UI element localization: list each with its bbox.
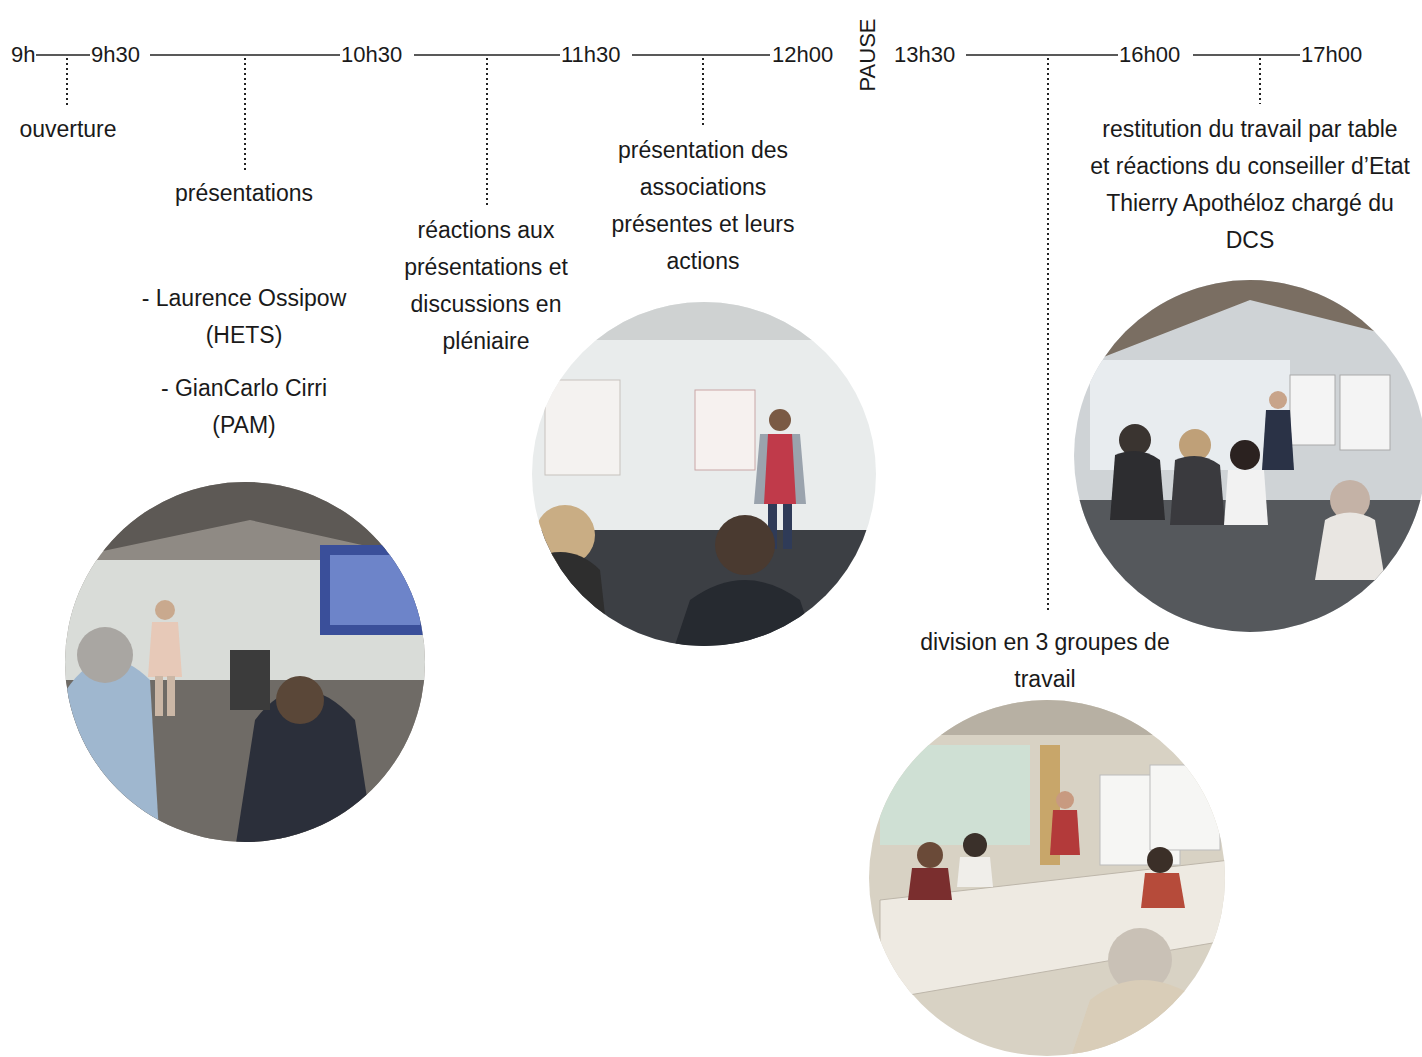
- photo-groupes: [865, 700, 1230, 1057]
- timeline-line: [36, 54, 1300, 56]
- step-label: réactions aux présentations et discussio…: [396, 212, 576, 360]
- step-label: restitution du travail par table et réac…: [1090, 111, 1410, 259]
- step-label: - GianCarlo Cirri (PAM): [144, 370, 344, 444]
- time-mark: 11h30: [560, 42, 622, 68]
- step-label: ouverture: [0, 111, 168, 148]
- step-label: - Laurence Ossipow (HETS): [119, 280, 369, 354]
- photo-associations: [530, 300, 880, 660]
- step-label: présentations: [134, 175, 354, 212]
- step-label: présentation des associations présentes …: [596, 132, 811, 280]
- photo-presentation: [60, 480, 430, 850]
- pause-mark: PAUSE: [855, 18, 881, 93]
- time-mark: 16h00: [1118, 42, 1181, 68]
- time-mark: 9h30: [90, 42, 141, 68]
- step-label: division en 3 groupes de travail: [915, 624, 1175, 698]
- time-mark: 17h00: [1300, 42, 1363, 68]
- time-mark: 13h30: [893, 42, 956, 68]
- time-mark: 9h: [10, 42, 36, 68]
- time-mark: 12h00: [771, 42, 834, 68]
- time-mark: 10h30: [340, 42, 403, 68]
- photo-restitution: [1070, 275, 1422, 640]
